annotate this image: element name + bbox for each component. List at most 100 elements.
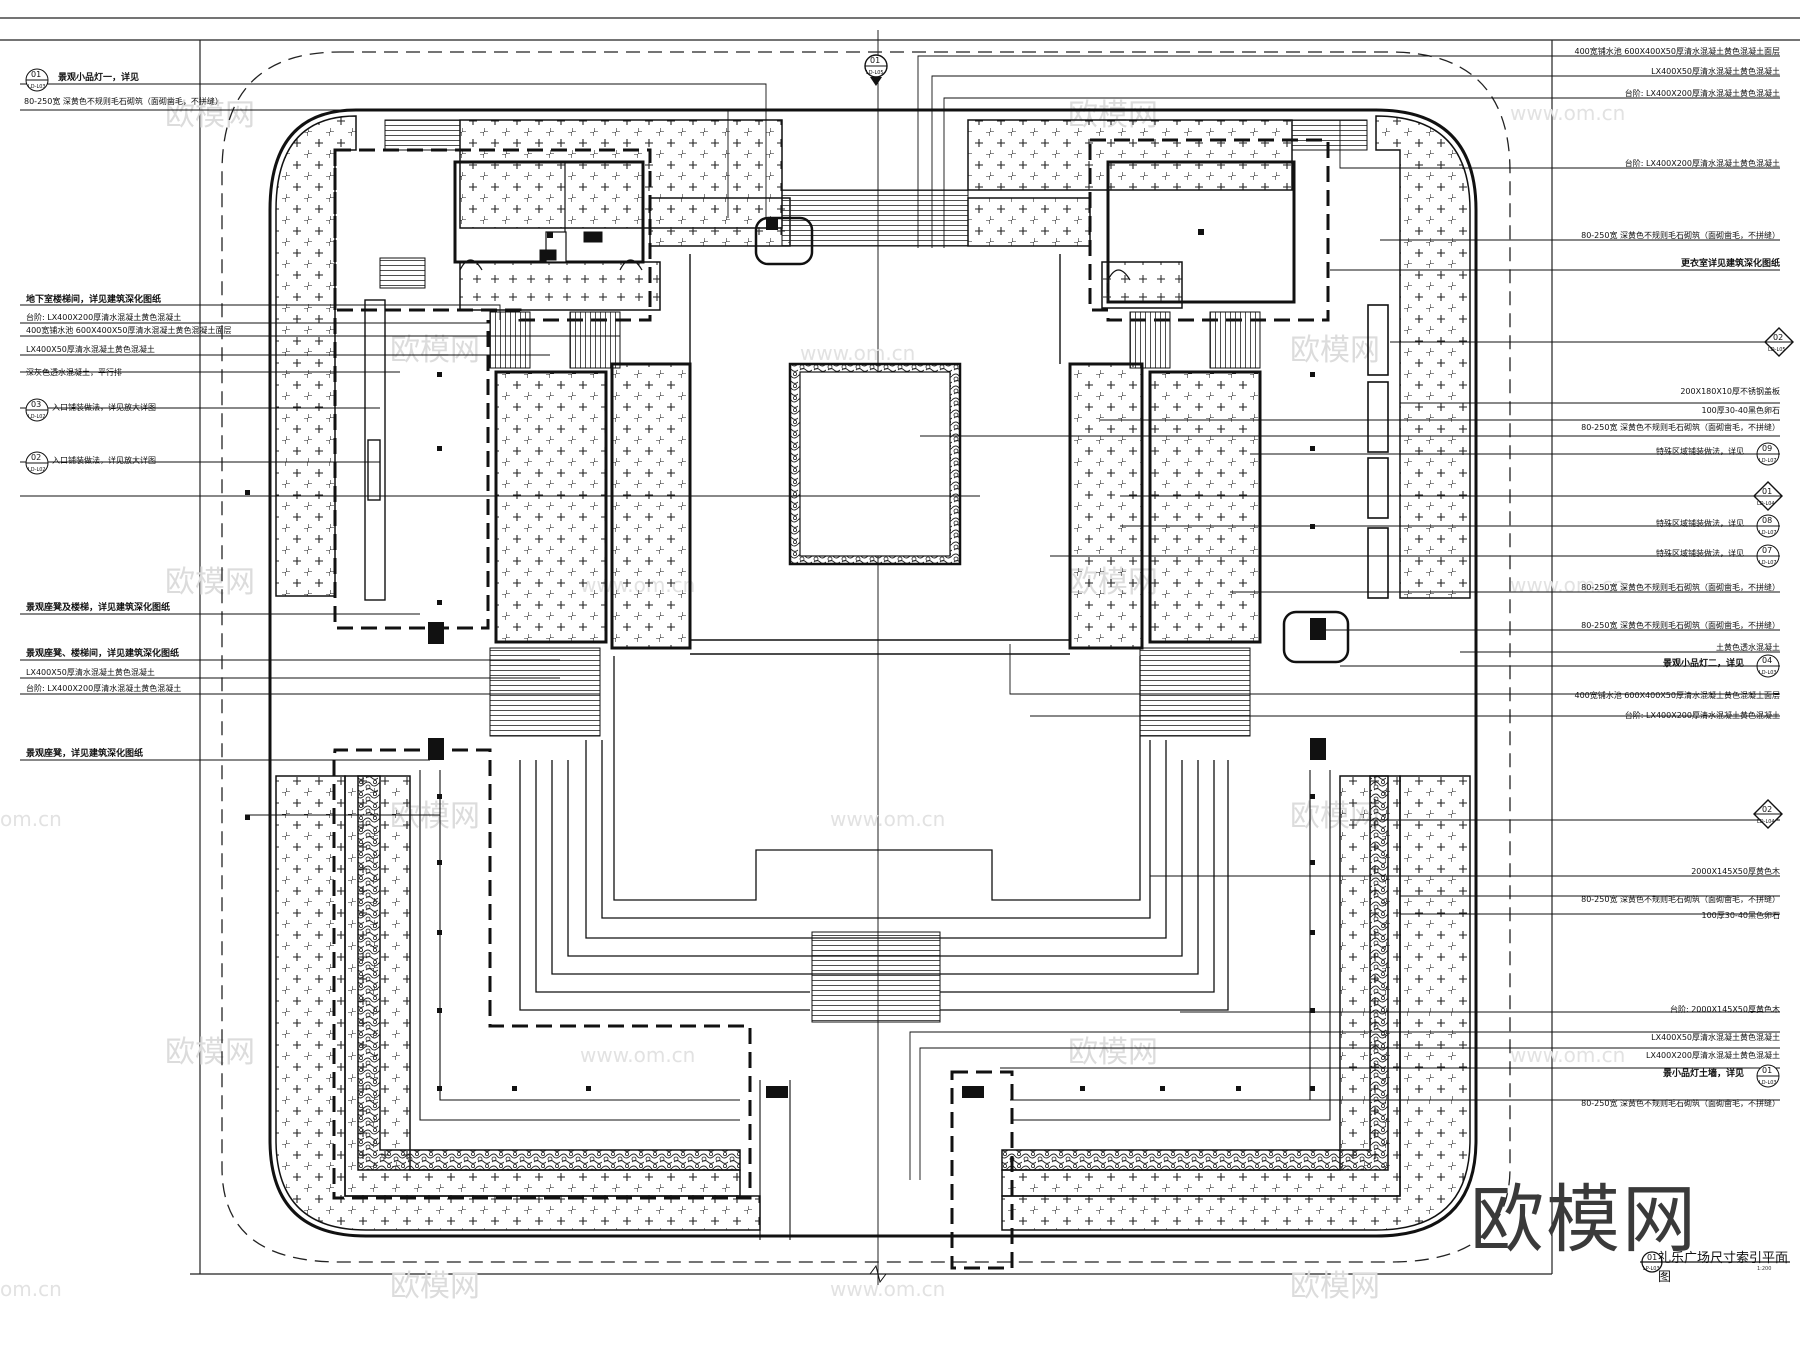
plaza-edges bbox=[689, 254, 1070, 655]
right-callout-9: 100厚30-40黑色卵石 bbox=[1701, 405, 1780, 415]
right-callout-14: 特殊区域铺装做法，详见 bbox=[1656, 548, 1744, 558]
ref-number: 02 bbox=[31, 453, 41, 462]
scale-note: 1:200 bbox=[1757, 1266, 1772, 1272]
ref-bubble-01-L04: 01 LD-L04 bbox=[1753, 481, 1783, 511]
svg-text:04: 04 bbox=[1762, 656, 1772, 665]
svg-text:www.om.cn: www.om.cn bbox=[1510, 1043, 1625, 1067]
svg-text:欧模网: 欧模网 bbox=[390, 1269, 480, 1304]
left-callout-9: 入口铺装做法，详见放大详图 bbox=[52, 455, 156, 465]
left-leaders bbox=[20, 83, 980, 816]
svg-text:www.om.cn: www.om.cn bbox=[1510, 101, 1625, 125]
svg-text:LD-L04: LD-L04 bbox=[1757, 501, 1775, 507]
left-callout-7: 深灰色透水混凝土，平行排 bbox=[26, 367, 122, 377]
ref-number: 03 bbox=[31, 400, 41, 409]
right-callout-20: 台阶: LX400X200厚清水混凝土黄色混凝土 bbox=[1625, 710, 1780, 720]
svg-text:07: 07 bbox=[1762, 546, 1772, 555]
svg-text:om.cn: om.cn bbox=[0, 1277, 62, 1301]
svg-text:LD-L05: LD-L05 bbox=[1768, 347, 1786, 353]
left-callout-12: LX400X50厚清水混凝土黄色混凝土 bbox=[26, 667, 155, 677]
left-callout-3: 地下室楼梯间，详见建筑深化图纸 bbox=[26, 293, 161, 305]
right-benches bbox=[1367, 304, 1389, 599]
right-callout-19: 400宽铺水池 600X400X50厚清水混凝土黄色混凝土面层 bbox=[1575, 690, 1781, 700]
left-callout-8: 入口铺装做法，详见放大详图 bbox=[52, 402, 156, 412]
right-callout-3: 台阶: LX400X200厚清水混凝土黄色混凝土 bbox=[1625, 88, 1780, 98]
right-callout-5: 80-250宽 深黄色不规则毛石砌筑（面砌凿毛，不拼缝） bbox=[1581, 230, 1780, 240]
right-callout-29: 80-250宽 深黄色不规则毛石砌筑（面砌凿毛，不拼缝） bbox=[1581, 1098, 1780, 1108]
left-callout-4: 台阶: LX400X200厚清水混凝土黄色混凝土 bbox=[26, 312, 181, 322]
right-callout-8: 200X180X10厚不锈钢盖板 bbox=[1680, 386, 1780, 396]
marker-dots bbox=[245, 229, 1315, 1091]
svg-text:www.om.cn: www.om.cn bbox=[830, 807, 945, 831]
right-callout-16: 80-250宽 深黄色不规则毛石砌筑（面砌凿毛，不拼缝） bbox=[1581, 620, 1780, 630]
light-fixtures bbox=[428, 218, 1326, 1098]
svg-text:01: 01 bbox=[1762, 1066, 1772, 1075]
lamp-callout-circles bbox=[754, 216, 1350, 664]
right-ref-bubbles: 02 LD-L05 09 LD-L07 01 LD-L04 08 LD-L07 … bbox=[1753, 327, 1794, 1088]
ref-bubble-08: 08 LD-L07 bbox=[1756, 514, 1780, 538]
pavilion-right bbox=[1101, 160, 1296, 309]
svg-text:LD-L07: LD-L07 bbox=[1759, 530, 1777, 536]
svg-text:LD-L07: LD-L07 bbox=[1759, 458, 1777, 464]
right-callout-24: 100厚30-40黑色卵石 bbox=[1701, 910, 1780, 920]
left-callout-14: 景观座凳，详见建筑深化图纸 bbox=[26, 747, 143, 759]
svg-text:LD-L03: LD-L03 bbox=[1759, 670, 1777, 676]
om-logo-watermark: 欧模网 bbox=[1470, 1177, 1698, 1263]
right-callout-26: LX400X50厚清水混凝土黄色混凝土 bbox=[1651, 1032, 1780, 1042]
section-marker-bottom-number: 01 bbox=[1647, 1253, 1657, 1262]
watermarks: 欧模网 欧模网 www.om.cn 欧模网 www.om.cn 欧模网 欧模网 … bbox=[0, 98, 1625, 1304]
left-callout-10: 景观座凳及楼梯，详见建筑深化图纸 bbox=[26, 601, 170, 613]
right-callout-10: 80-250宽 深黄色不规则毛石砌筑（面砌凿毛，不拼缝） bbox=[1581, 422, 1780, 432]
svg-text:www.om.cn: www.om.cn bbox=[800, 341, 915, 365]
ref-sheet: LD-L02 bbox=[28, 467, 46, 473]
ref-bubble-04: 04 LD-L03 bbox=[1756, 654, 1780, 678]
svg-text:02: 02 bbox=[1773, 333, 1783, 342]
section-marker-top-number: 01 bbox=[870, 56, 880, 65]
ref-sheet: LD-L03 bbox=[28, 84, 46, 90]
svg-text:www.om.cn: www.om.cn bbox=[1510, 573, 1625, 597]
right-callout-23: 80-250宽 深黄色不规则毛石砌筑（面砌凿毛，不拼缝） bbox=[1581, 894, 1780, 904]
section-marker-bottom-sheet: LP-L03 bbox=[1643, 1266, 1660, 1272]
ref-bubble-07: 07 LD-L07 bbox=[1756, 544, 1780, 568]
svg-text:欧模网: 欧模网 bbox=[165, 565, 255, 600]
svg-text:欧模网: 欧模网 bbox=[165, 1035, 255, 1070]
left-ref-bubble-2: 03 LD-L02 bbox=[25, 398, 49, 422]
left-callout-13: 台阶: LX400X200厚清水混凝土黄色混凝土 bbox=[26, 683, 181, 693]
center-stairs bbox=[811, 931, 941, 1023]
right-callout-18: 景观小品灯二，详见 bbox=[1663, 657, 1744, 669]
svg-text:欧模网: 欧模网 bbox=[165, 98, 255, 133]
svg-text:欧模网: 欧模网 bbox=[1290, 1269, 1380, 1304]
lower-planters bbox=[344, 775, 1401, 1197]
ref-bubble-02-L05: 02 LD-L05 bbox=[1764, 327, 1794, 357]
svg-text:08: 08 bbox=[1762, 516, 1772, 525]
left-ref-bubble-3: 02 LD-L02 bbox=[25, 451, 49, 475]
right-callout-17: 土黄色透水混凝土 bbox=[1716, 642, 1780, 652]
right-callout-6: 更衣室详见建筑深化图纸 bbox=[1681, 257, 1780, 269]
left-callouts: 01 LD-L03 景观小品灯一，详见 80-250宽 深黄色不规则毛石砌筑（面… bbox=[24, 68, 232, 759]
left-callout-1: 景观小品灯一，详见 bbox=[58, 71, 139, 83]
left-callout-6: LX400X50厚清水混凝土黄色混凝土 bbox=[26, 344, 155, 354]
ref-bubble-09: 09 LD-L07 bbox=[1756, 442, 1780, 466]
right-callout-13: 特殊区域铺装做法，详见 bbox=[1656, 518, 1744, 528]
svg-text:www.om.cn: www.om.cn bbox=[580, 1043, 695, 1067]
break-mark bbox=[869, 1264, 887, 1284]
drawing-title: 礼乐广场尺寸索引平面图 bbox=[1658, 1251, 1789, 1285]
left-room-dashed bbox=[333, 150, 490, 630]
section-marker-top-sheet: LD-L05 bbox=[866, 70, 884, 76]
svg-text:02: 02 bbox=[1762, 805, 1772, 814]
left-callout-5: 400宽铺水池 600X400X50厚清水混凝土黄色混凝土面层 bbox=[26, 325, 232, 335]
svg-text:LD-L03: LD-L03 bbox=[1759, 1080, 1777, 1086]
svg-text:欧模网: 欧模网 bbox=[390, 333, 480, 368]
ref-bubble-01-L03: 01 LD-L03 bbox=[1756, 1064, 1780, 1088]
right-lower-dashed bbox=[950, 1070, 1014, 1270]
right-callout-25: 台阶: 2000X145X50厚黄色木 bbox=[1670, 1004, 1780, 1014]
site-boundary-dashed bbox=[221, 51, 1511, 1263]
water-feature bbox=[788, 362, 962, 566]
columns-stairs bbox=[489, 311, 1261, 369]
left-callout-11: 景观座凳、楼梯间，详见建筑深化图纸 bbox=[26, 647, 179, 659]
svg-text:LD-L07: LD-L07 bbox=[1759, 560, 1777, 566]
right-callout-2: LX400X50厚清水混凝土黄色混凝土 bbox=[1651, 66, 1780, 76]
ref-bubble-02-L04: 02 LD-L04 bbox=[1753, 799, 1783, 829]
right-leaders bbox=[909, 55, 1780, 1180]
right-callout-1: 400宽铺水池 600X400X50厚清水混凝土黄色混凝土面层 bbox=[1575, 46, 1781, 56]
